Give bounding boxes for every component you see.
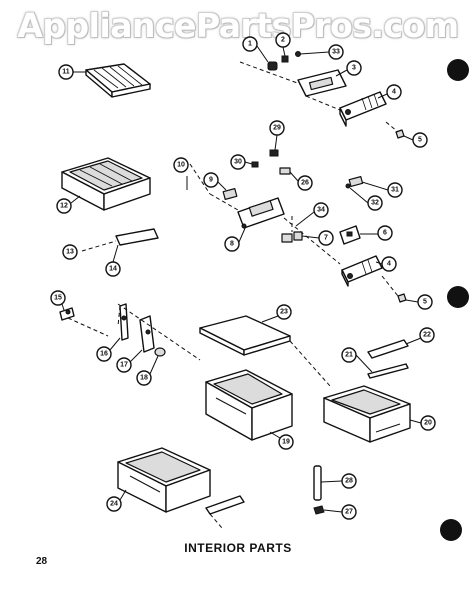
binder-hole-bottom: [440, 519, 462, 541]
callout-28: 28: [341, 473, 357, 489]
callout-11: 11: [58, 64, 74, 80]
svg-text:9: 9: [209, 177, 213, 184]
binder-hole-middle: [447, 286, 469, 308]
part-glass-shelf: [199, 315, 331, 387]
part-crisper-drawer-left: [205, 369, 293, 441]
callout-13: 13: [62, 244, 78, 260]
callout-24: 24: [106, 496, 122, 512]
svg-text:13: 13: [66, 249, 74, 256]
part-hinge-brackets: [59, 303, 201, 361]
svg-text:3: 3: [352, 65, 356, 72]
callout-6-upper: 6: [377, 225, 393, 241]
callout-31: 31: [387, 182, 403, 198]
svg-text:23: 23: [280, 309, 288, 316]
callout-20: 20: [420, 415, 436, 431]
callout-8: 8: [224, 236, 240, 252]
binder-hole-top: [447, 59, 469, 81]
svg-text:5: 5: [423, 299, 427, 306]
callout-18: 18: [136, 370, 152, 386]
callout-27: 27: [341, 504, 357, 520]
svg-text:22: 22: [423, 332, 431, 339]
callout-33: 33: [328, 44, 344, 60]
svg-text:24: 24: [110, 501, 118, 508]
part-meat-keeper-drawer: [117, 447, 245, 529]
svg-text:26: 26: [301, 180, 309, 187]
part-crisper-drawer-right: [323, 385, 411, 443]
svg-text:2: 2: [281, 37, 285, 44]
svg-text:21: 21: [345, 352, 353, 359]
svg-text:20: 20: [424, 420, 432, 427]
svg-text:15: 15: [54, 295, 62, 302]
callout-15: 15: [50, 290, 66, 306]
callout-7: 7: [318, 230, 334, 246]
svg-text:14: 14: [109, 266, 117, 273]
callout-22: 22: [419, 327, 435, 343]
svg-text:17: 17: [120, 362, 128, 369]
callout-21: 21: [341, 347, 357, 363]
page-number: 28: [36, 556, 48, 567]
svg-text:28: 28: [345, 478, 353, 485]
callout-12: 12: [56, 198, 72, 214]
svg-text:4: 4: [387, 261, 391, 268]
callout-17: 17: [116, 357, 132, 373]
callout-32: 32: [367, 195, 383, 211]
part-egg-tray: [85, 63, 151, 98]
callout-3: 3: [346, 60, 362, 76]
svg-text:29: 29: [273, 125, 281, 132]
svg-text:12: 12: [60, 203, 68, 210]
svg-text:33: 33: [332, 49, 340, 56]
part-utility-bin: [61, 157, 151, 211]
svg-text:1: 1: [248, 41, 252, 48]
svg-text:11: 11: [62, 69, 70, 76]
svg-text:10: 10: [177, 162, 185, 169]
leader-lines: [61, 45, 422, 513]
svg-text:16: 16: [100, 351, 108, 358]
svg-text:7: 7: [324, 235, 328, 242]
part-control-housing-upper: [239, 51, 405, 139]
callout-34: 34: [313, 202, 329, 218]
callout-9: 9: [203, 172, 219, 188]
callout-5-lower: 5: [417, 294, 433, 310]
diagram-caption: INTERIOR PARTS: [184, 541, 292, 555]
callout-29: 29: [269, 120, 285, 136]
callout-23: 23: [276, 304, 292, 320]
callout-4-lower: 4: [381, 256, 397, 272]
svg-text:5: 5: [418, 137, 422, 144]
part-control-housing-middle: [186, 149, 407, 303]
watermark-logo: AppliancePartsPros.com: [17, 6, 459, 45]
svg-text:31: 31: [391, 187, 399, 194]
svg-text:8: 8: [230, 241, 234, 248]
callout-14: 14: [105, 261, 121, 277]
callout-19: 19: [278, 434, 294, 450]
callout-2: 2: [275, 32, 291, 48]
svg-text:19: 19: [282, 439, 290, 446]
part-drawer-rail-21: [367, 363, 409, 379]
callout-26: 26: [297, 175, 313, 191]
part-shelf-pin: [313, 465, 325, 515]
svg-text:4: 4: [392, 89, 396, 96]
svg-text:32: 32: [371, 200, 379, 207]
callout-10: 10: [173, 157, 189, 173]
callout-1: 1: [242, 36, 258, 52]
callout-30: 30: [230, 154, 246, 170]
svg-text:27: 27: [345, 509, 353, 516]
callout-5-upper: 5: [412, 132, 428, 148]
leader-13: [81, 240, 117, 252]
callout-16: 16: [96, 346, 112, 362]
svg-text:34: 34: [317, 207, 325, 214]
callout-4-upper: 4: [386, 84, 402, 100]
part-shelf-rail: [115, 228, 159, 246]
part-drawer-rail-22: [367, 339, 409, 359]
svg-text:18: 18: [140, 375, 148, 382]
svg-text:30: 30: [234, 159, 242, 166]
svg-text:6: 6: [383, 230, 387, 237]
